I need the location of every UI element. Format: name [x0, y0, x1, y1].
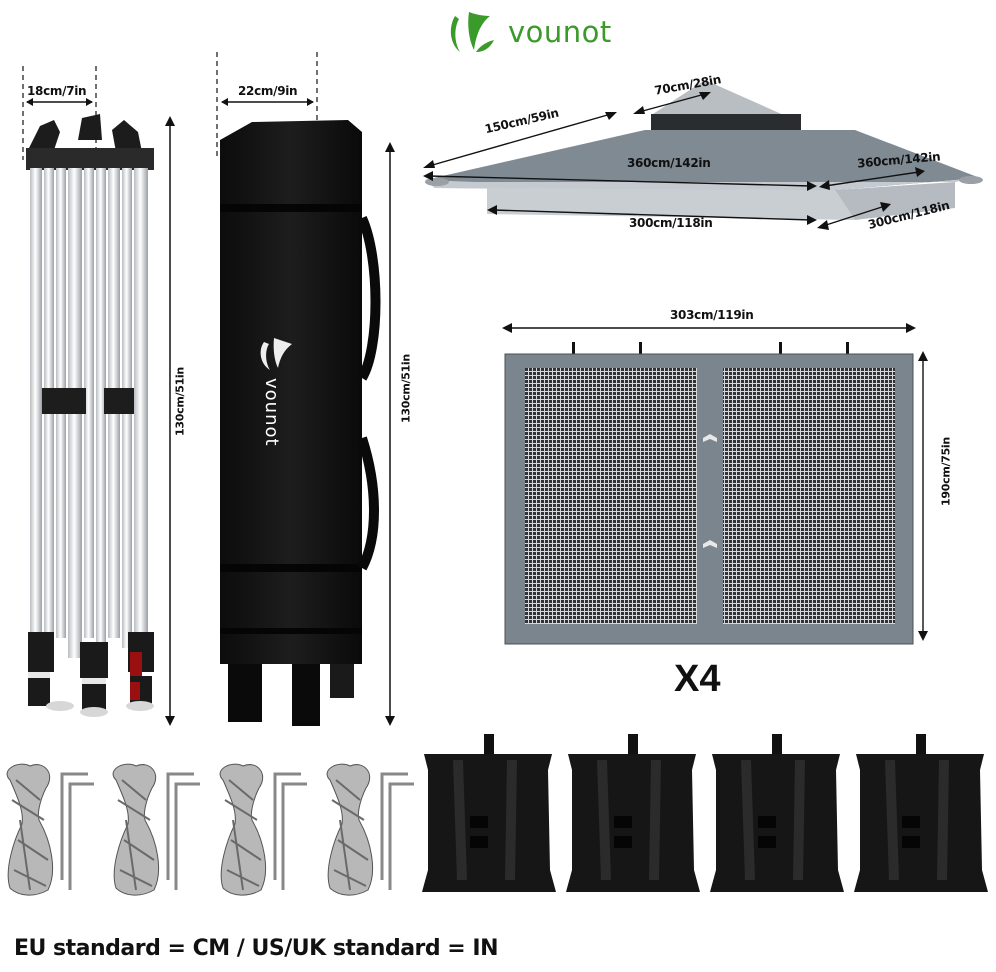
vounot-leaf-logo-icon	[450, 12, 494, 52]
rope-and-stake-set-4	[326, 763, 414, 896]
stake-icon	[60, 772, 94, 890]
canopy-base-width-label: 300cm/118in	[629, 216, 713, 230]
sidewall-width-dimension	[502, 323, 916, 333]
rope-and-stake-set-3	[219, 763, 307, 896]
brand-name: vounot	[508, 15, 612, 49]
rope-and-stake-set-2	[112, 763, 200, 896]
bag-body	[220, 120, 381, 726]
frame-width-label: 18cm/7in	[27, 84, 87, 98]
sidewall-quantity-label: X4	[674, 658, 721, 700]
frame-height-label: 130cm/51in	[173, 367, 187, 436]
sidewall-panel	[504, 342, 914, 645]
frame-body	[26, 114, 154, 717]
frame-height-dimension	[165, 116, 175, 726]
sidewall-width-label: 303cm/119in	[670, 308, 754, 322]
sandbag-3	[710, 734, 844, 892]
sidewall-height-dimension	[918, 351, 928, 641]
canopy-body	[423, 80, 983, 230]
rope-bundle-icon	[6, 763, 54, 896]
frame-width-dimension	[22, 66, 97, 160]
rope-and-stake-set-1	[6, 763, 94, 896]
units-note: EU standard = CM / US/UK standard = IN	[14, 936, 498, 961]
brand-header: vounot	[446, 8, 612, 56]
bag-height-label: 130cm/51in	[399, 354, 413, 423]
bag-width-label: 22cm/9in	[238, 84, 298, 98]
canopy-outer-width-label: 360cm/142in	[627, 156, 711, 170]
sidewall-height-label: 190cm/75in	[939, 437, 953, 506]
bag-height-dimension	[385, 142, 395, 726]
sandbag-1	[422, 734, 556, 892]
sandbag-4	[854, 734, 988, 892]
sandbag-2	[566, 734, 700, 892]
bag-logo-text: vounot	[261, 378, 282, 447]
